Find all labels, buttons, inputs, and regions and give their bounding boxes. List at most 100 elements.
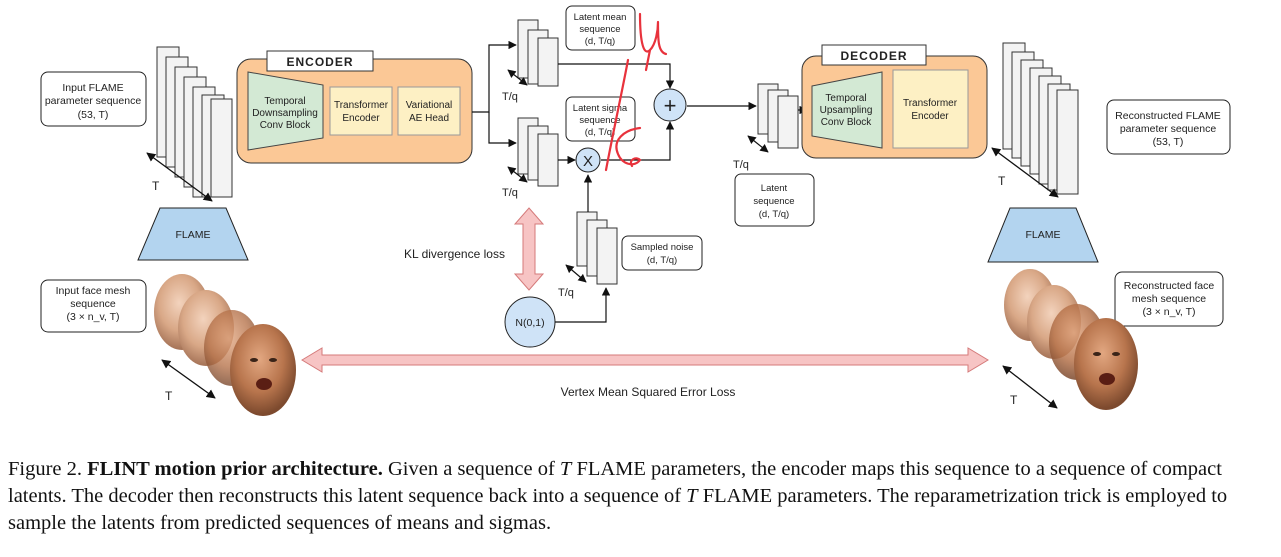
svg-text:Latent mean: Latent mean: [574, 12, 627, 23]
recon-face-meshes: [1004, 269, 1138, 410]
vertex-loss-arrow: [301, 347, 989, 373]
svg-text:(d, T/q): (d, T/q): [585, 127, 615, 138]
input-face-meshes: [154, 274, 296, 416]
caption-title: FLINT motion prior architecture.: [87, 458, 383, 480]
svg-text:parameter sequence: parameter sequence: [1120, 123, 1216, 135]
encoder-vae-head-block: [397, 86, 461, 136]
latent-Tq-axis: [747, 135, 769, 153]
decoder-title: DECODER: [840, 49, 907, 63]
svg-text:(d, T/q): (d, T/q): [647, 255, 677, 266]
input-param-box: Input FLAME parameter sequence (53, T): [40, 71, 147, 127]
caption-prefix: Figure 2.: [8, 458, 88, 480]
caption-text-3: FLAME parameters. The reparametrization …: [8, 485, 1228, 534]
architecture-diagram: T Input FLAME parameter sequence (53, T)…: [40, 5, 1231, 416]
caption-T-2: T: [686, 485, 698, 507]
sampled-noise-box: Sampled noise (d, T/q): [621, 235, 703, 271]
svg-text:Conv Block: Conv Block: [260, 120, 312, 131]
svg-text:Reconstructed face: Reconstructed face: [1124, 280, 1215, 292]
input-mesh-T-axis: [161, 359, 216, 399]
input-mesh-box: Input face mesh sequence (3 × n_v, T): [40, 279, 147, 333]
svg-text:(d, T/q): (d, T/q): [759, 209, 789, 220]
input-T-label: T: [152, 179, 160, 193]
flame-trapezoid-right: FLAME: [987, 207, 1099, 263]
encoder-block: ENCODER Temporal Downsampling Conv Block…: [236, 50, 473, 164]
kl-loss-arrow: [513, 207, 545, 291]
latent-sigma-stack: [517, 117, 559, 187]
recon-param-box: Reconstructed FLAME parameter sequence (…: [1106, 99, 1231, 155]
svg-text:parameter sequence: parameter sequence: [45, 95, 141, 107]
encoder-split-arrows: [472, 40, 517, 148]
svg-text:(53, T): (53, T): [1153, 136, 1184, 148]
noise-Tq-label: T/q: [558, 287, 574, 299]
sigma-Tq-label: T/q: [502, 187, 518, 199]
handwritten-annotations: [604, 12, 668, 172]
latent-mean-box: Latent mean sequence (d, T/q): [565, 5, 636, 51]
svg-text:sequence: sequence: [753, 196, 794, 207]
svg-text:Input face mesh: Input face mesh: [56, 285, 131, 297]
mean-Tq-axis: [507, 69, 528, 86]
latent-mean-stack: [517, 19, 559, 87]
svg-text:Transformer: Transformer: [334, 100, 389, 111]
decoder-upsampling-block: [811, 71, 883, 149]
svg-text:sequence: sequence: [70, 298, 116, 310]
svg-text:(d, T/q): (d, T/q): [585, 36, 615, 47]
caption-text-1: Given a sequence of: [382, 458, 560, 480]
kl-loss-label: KL divergence loss: [404, 247, 505, 261]
svg-text:(3 × n_v, T): (3 × n_v, T): [66, 311, 119, 323]
times-node: X: [575, 147, 601, 173]
normal-to-noise-arrow: [555, 287, 611, 323]
mean-to-plus-arrow: [558, 63, 675, 89]
decoder-block: DECODER Temporal Upsampling Conv Block T…: [801, 44, 988, 159]
svg-text:Input FLAME: Input FLAME: [62, 82, 123, 94]
times-to-plus-arrow: [601, 121, 675, 161]
normal-node: N(0,1): [504, 296, 556, 348]
caption-T-1: T: [559, 458, 572, 480]
svg-text:Latent sigma: Latent sigma: [573, 103, 628, 114]
recon-param-stack: [1002, 42, 1079, 195]
sampled-noise-stack: [576, 211, 618, 285]
figure-caption: Figure 2. FLINT motion prior architectur…: [8, 456, 1274, 537]
mean-Tq-label: T/q: [502, 91, 518, 103]
encoder-title: ENCODER: [286, 55, 353, 69]
svg-text:Downsampling: Downsampling: [252, 108, 318, 119]
encoder-transformer-block: [329, 86, 393, 136]
svg-text:N(0,1): N(0,1): [515, 317, 544, 329]
svg-text:Upsampling: Upsampling: [820, 105, 873, 116]
recon-mesh-box: Reconstructed face mesh sequence (3 × n_…: [1114, 271, 1224, 327]
svg-text:Temporal: Temporal: [264, 96, 305, 107]
svg-text:FLAME: FLAME: [1025, 229, 1060, 241]
sigma-Tq-axis: [507, 166, 528, 183]
svg-text:sequence: sequence: [579, 24, 620, 35]
vertex-loss-label: Vertex Mean Squared Error Loss: [561, 385, 736, 399]
recon-mesh-T-axis: [1002, 365, 1058, 409]
svg-text:(3 × n_v, T): (3 × n_v, T): [1142, 306, 1195, 318]
plus-node: +: [653, 88, 687, 122]
svg-text:Encoder: Encoder: [342, 113, 380, 124]
latent-Tq-label: T/q: [733, 159, 749, 171]
svg-text:Transformer: Transformer: [903, 98, 958, 109]
encoder-downsampling-block: [247, 71, 324, 151]
svg-text:Sampled noise: Sampled noise: [631, 242, 694, 253]
recon-mesh-T-label: T: [1010, 393, 1018, 407]
svg-text:+: +: [664, 93, 677, 118]
input-mesh-T-label: T: [165, 389, 173, 403]
svg-text:Variational: Variational: [406, 100, 453, 111]
svg-text:Encoder: Encoder: [911, 111, 949, 122]
svg-text:X: X: [583, 153, 593, 170]
svg-text:(53, T): (53, T): [78, 109, 109, 121]
svg-text:Latent: Latent: [761, 183, 788, 194]
decoder-transformer-block: [892, 69, 969, 149]
latent-seq-box: Latent sequence (d, T/q): [734, 173, 815, 227]
flame-trapezoid-left: FLAME: [137, 207, 249, 261]
input-param-stack: [156, 46, 233, 198]
svg-text:mesh sequence: mesh sequence: [1132, 293, 1206, 305]
latent-sequence-stack: [757, 83, 799, 149]
svg-text:Conv Block: Conv Block: [821, 117, 873, 128]
svg-text:sequence: sequence: [579, 115, 620, 126]
recon-T-label: T: [998, 174, 1006, 188]
noise-Tq-axis: [565, 264, 587, 283]
svg-text:AE Head: AE Head: [409, 113, 449, 124]
caption-text-2: FLAME parameters, the encoder maps this …: [8, 458, 1222, 507]
input-T-axis: [146, 152, 213, 202]
svg-text:FLAME: FLAME: [175, 229, 210, 241]
